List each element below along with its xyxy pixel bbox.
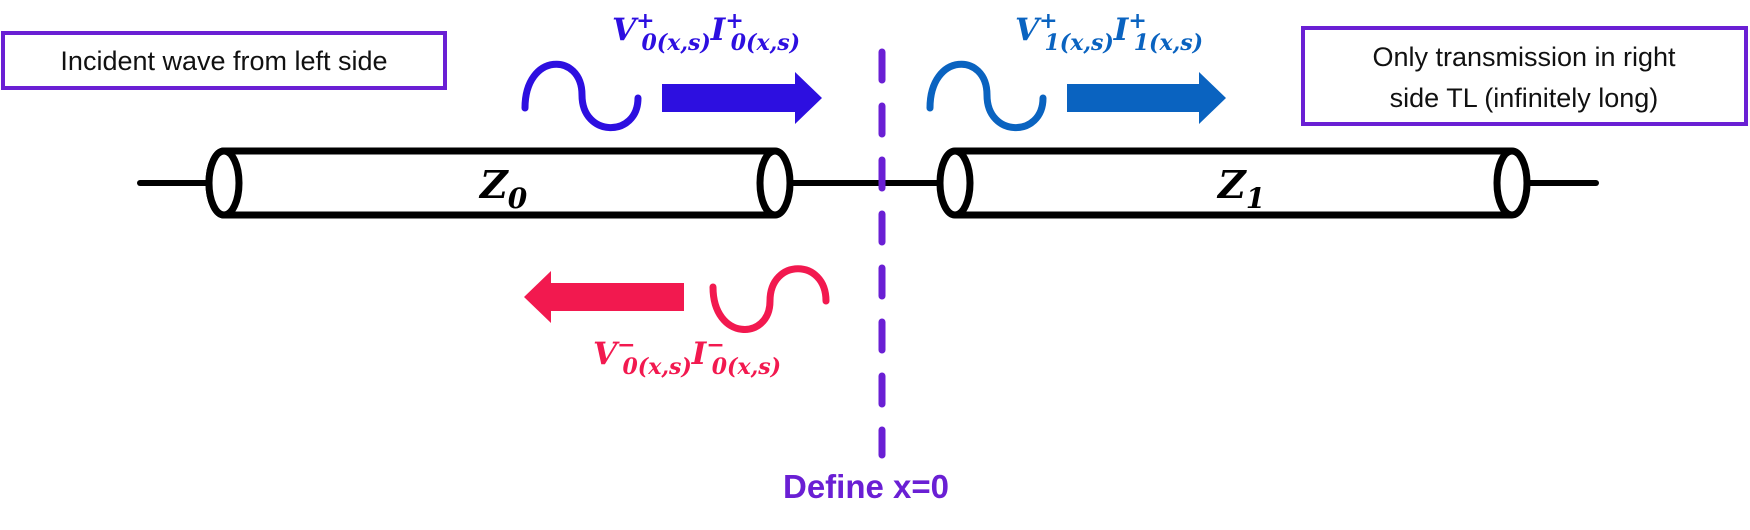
boundary-label: Define x=0 [783,468,949,505]
right-tl-right-ring [1493,147,1531,219]
reflected-arrow-icon [524,271,684,323]
left-tl-right-ring [756,147,794,219]
reflected-wave-label: V−0(x,s)I−0(x,s) [593,332,781,380]
right-transmission-line [936,147,1531,219]
right-info-box-line1: Only transmission in right [1372,42,1676,72]
transmitted-wave-label: V+1(x,s)I+1(x,s) [1015,8,1203,56]
right-tl-impedance-label: Z1 [1216,162,1265,215]
incident-arrow-icon [662,72,822,124]
left-tl-impedance-label: Z0 [478,162,528,215]
incident-wave-icon [521,60,642,132]
left-info-box-border [1,31,447,90]
left-tl-left-ring [205,147,243,219]
incident-wave-label: V+0(x,s)I+0(x,s) [612,8,800,56]
transmitted-wave-group: V+1(x,s)I+1(x,s) [926,8,1226,132]
right-info-box-line2: side TL (infinitely long) [1390,83,1659,113]
reflected-wave-icon [709,265,830,333]
left-info-box-text: Incident wave from left side [60,46,387,76]
right-info-box-border [1301,26,1748,126]
right-tl-left-ring [936,147,974,219]
reflected-wave-group: V−0(x,s)I−0(x,s) [524,265,830,380]
left-transmission-line [205,147,794,219]
left-info-box: Incident wave from left side [1,31,447,90]
right-info-box: Only transmission in right side TL (infi… [1301,26,1748,126]
incident-wave-group: V+0(x,s)I+0(x,s) [521,8,822,132]
transmitted-wave-icon [926,60,1047,132]
transmitted-arrow-icon [1067,72,1226,124]
